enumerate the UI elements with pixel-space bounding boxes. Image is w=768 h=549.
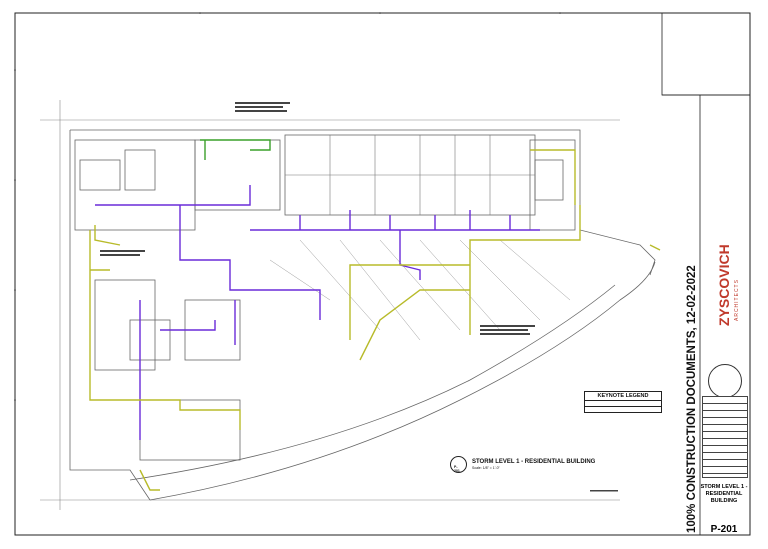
architect-subtitle: ARCHITECTS <box>734 279 740 321</box>
detail-sheet-ref: P-201 <box>454 465 460 473</box>
plan-notes <box>100 102 618 492</box>
keynote-legend-title: KEYNOTE LEGEND <box>584 391 662 401</box>
revision-table <box>702 396 748 478</box>
detail-bubble <box>450 456 467 473</box>
drawing-title: STORM LEVEL 1 - RESIDENTIAL BUILDING <box>472 459 596 465</box>
roof-drain-green <box>200 139 271 160</box>
keynote-row <box>584 407 662 413</box>
storm-pipe-purple <box>95 185 540 440</box>
seal-icon <box>708 364 742 398</box>
keynote-row <box>584 401 662 407</box>
building-walls <box>69 129 656 501</box>
drawing-scale: Scale: 1/8" = 1'-0" <box>472 466 500 470</box>
unit-partitions <box>285 135 535 215</box>
title-block: ZYSCOVICH ARCHITECTS STORM LEVEL 1 - RES… <box>700 96 748 536</box>
architect-name: ZYSCOVICH <box>716 244 732 326</box>
grid-ticks <box>40 100 620 510</box>
construction-stamp: 100% CONSTRUCTION DOCUMENTS, 12-02-2022 <box>686 265 698 533</box>
storm-pipe-olive <box>89 149 661 491</box>
keynote-legend: KEYNOTE LEGEND <box>584 391 662 413</box>
sheet-number: P-201 <box>710 524 738 535</box>
border-ticks <box>14 12 561 401</box>
sheet-title: STORM LEVEL 1 - RESIDENTIAL BUILDING <box>700 484 748 504</box>
